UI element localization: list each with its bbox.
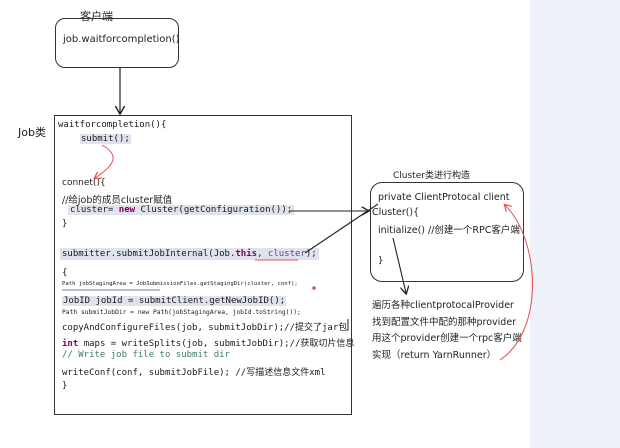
staging-area-line: Path jobStagingArea = JobSubmissionFiles… [62,281,298,287]
cluster-close-brace: } [378,256,384,266]
initialize-call: initialize() //创建一个RPC客户端 [378,225,520,236]
submitter-suffix: ); [305,249,317,259]
write-job-file-comment: // Write job file to submit dir [62,350,230,360]
open-brace-inner: { [62,268,68,278]
submit-dir-line: Path submitJobDir = new Path(jobStagingA… [62,309,301,316]
connect-signature: connet(){ [62,178,106,188]
write-splits-line: int maps = writeSplits(job, submitJobDir… [62,336,354,349]
note-line-3: 用这个provider创建一个rpc客户端 [372,333,522,344]
method-signature: waitforcompletion(){ [58,120,167,130]
submitter-prefix: submitter.submitJobInternal(Job. [62,249,236,259]
submitter-sep: , [257,249,268,259]
write-splits-rest: maps = writeSplits(job, submitJobDir);//… [83,339,355,349]
cluster-assignment: cluster= new Cluster(getConfiguration())… [68,205,295,215]
keyword-new: new [118,205,136,215]
job-class-label: Job类 [18,126,46,139]
job-id-line: JobID jobId = submitClient.getNewJobID()… [62,296,287,306]
client-box [55,18,179,68]
note-line-4: 实现（return YarnRunner） [372,350,497,361]
client-title: 客户端 [80,10,113,23]
note-line-2: 找到配置文件中配的那种provider [372,317,517,328]
cluster-assign-rhs: Cluster(getConfiguration()); [140,205,293,215]
keyword-this: this [235,249,258,259]
note-line-1: 遍历各种clientprotocalProvider [372,300,514,311]
write-conf-line: writeConf(conf, submitJobFile); //写描述信息文… [62,368,326,378]
close-brace-connect: } [62,219,68,229]
job-class-box [54,115,352,415]
keyword-int: int [62,339,79,349]
cluster-field: private ClientProtocal client [378,192,510,203]
cluster-class-title: Cluster类进行构造 [393,171,470,181]
side-panel [530,0,620,448]
close-brace-inner: } [62,381,68,391]
submitter-call: submitter.submitJobInternal(Job.this, cl… [60,248,319,260]
client-call: job.waitforcompletion() [63,34,180,45]
submitter-arg-cluster: cluster [267,249,306,259]
cluster-constructor: Cluster(){ [372,207,420,218]
submit-call: submit(); [80,134,131,144]
copy-files-line: copyAndConfigureFiles(job, submitJobDir)… [62,323,348,333]
comment-member-assign: //给job的成员cluster赋值 [62,195,173,206]
cluster-assign-lhs: cluster= [70,205,114,215]
